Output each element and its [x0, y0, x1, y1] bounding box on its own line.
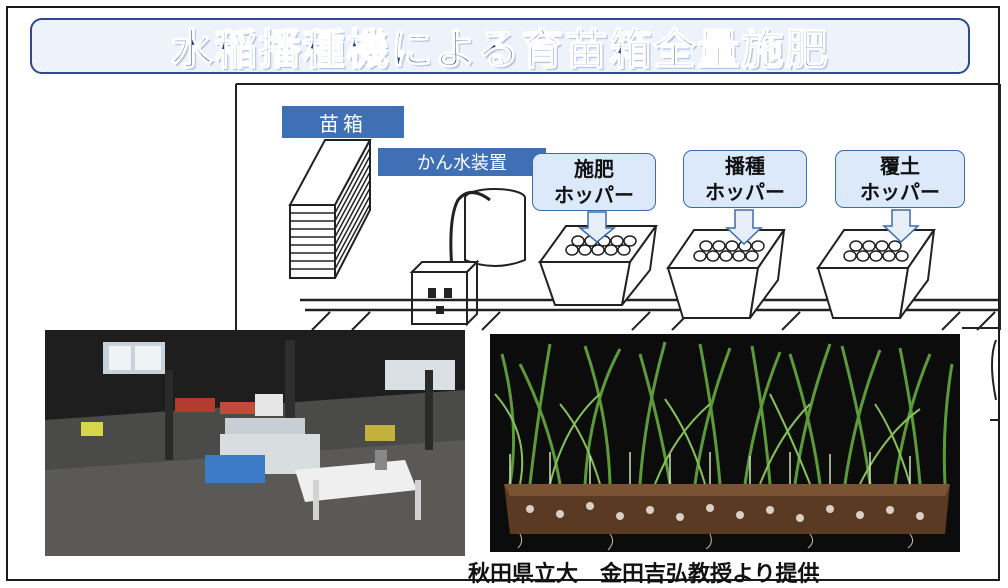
- fertilizer-hopper-label-line1: 施肥: [574, 157, 614, 181]
- fertilizer-hopper-label-line2: ホッパー: [554, 183, 634, 207]
- soil-hopper-label-line1: 覆土: [880, 154, 920, 178]
- seeding-machine-photo: [45, 330, 465, 556]
- fertilizer-hopper-icon: [538, 211, 658, 306]
- seedling-box-stack-icon: [288, 139, 372, 279]
- soil-hopper-label-line2: ホッパー: [860, 180, 940, 204]
- irrigation-tank-icon: [409, 188, 526, 327]
- seedling-box-label: 苗箱: [282, 106, 404, 138]
- seeding-hopper-label-line2: ホッパー: [705, 180, 785, 204]
- seeding-hopper-icon: [666, 209, 786, 319]
- rice-seedling-mat-photo: [490, 334, 960, 552]
- slide-title: 水稲播種機による育苗箱全量施肥: [170, 24, 830, 75]
- soil-hopper-icon: [816, 209, 936, 319]
- title-box: 水稲播種機による育苗箱全量施肥: [30, 18, 970, 74]
- irrigation-device-label: かん水装置: [378, 148, 546, 176]
- seeding-hopper-label: 播種 ホッパー: [683, 150, 807, 208]
- seeding-hopper-label-line1: 播種: [725, 154, 765, 178]
- soil-hopper-label: 覆土 ホッパー: [835, 150, 965, 208]
- photo-credit: 秋田県立大 金田吉弘教授より提供: [468, 562, 820, 587]
- fertilizer-hopper-label: 施肥 ホッパー: [532, 153, 656, 211]
